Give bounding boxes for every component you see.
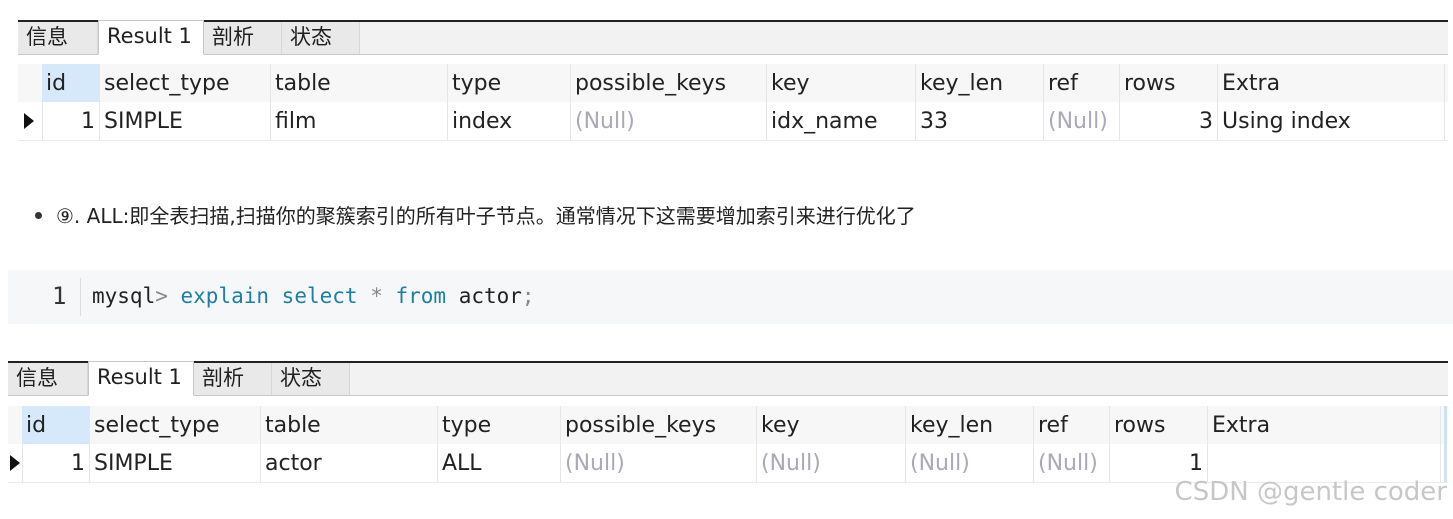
tab-info[interactable]: 信息 (18, 22, 98, 54)
tab-profile[interactable]: 剖析 (194, 363, 272, 395)
col-header-extra[interactable]: Extra (1208, 406, 1441, 444)
line-number: 1 (52, 282, 67, 310)
cell-possible-keys[interactable]: (Null) (561, 444, 757, 482)
bullet-text: ⑨. ALL:即全表扫描,扫描你的聚簇索引的所有叶子节点。通常情况下这需要增加索… (56, 204, 916, 228)
current-row-arrow-icon (10, 455, 20, 471)
cell-key[interactable]: (Null) (757, 444, 906, 482)
table-row[interactable]: 1 SIMPLE actor ALL (Null) (Null) (Null) … (8, 444, 1448, 483)
panel-border (8, 361, 1448, 363)
col-header-id[interactable]: id (22, 406, 90, 444)
col-header-key-len[interactable]: key_len (916, 64, 1044, 102)
cell-ref[interactable]: (Null) (1034, 444, 1110, 482)
current-row-arrow-icon (24, 113, 34, 129)
header-row: id select_type table type possible_keys … (8, 406, 1448, 445)
cell-id[interactable]: 1 (42, 102, 100, 140)
col-header-rows[interactable]: rows (1110, 406, 1208, 444)
cell-extra[interactable]: Using index (1218, 102, 1445, 140)
tab-bar: 信息 Result 1 剖析 状态 (18, 20, 1448, 55)
bullet-dot-icon (35, 212, 42, 219)
header-row: id select_type table type possible_keys … (18, 64, 1448, 103)
col-header-type[interactable]: type (438, 406, 561, 444)
cell-ref[interactable]: (Null) (1044, 102, 1120, 140)
code-token: * (370, 284, 396, 308)
panel-border (18, 20, 1448, 22)
cell-rows[interactable]: 1 (1110, 444, 1208, 482)
cell-select-type[interactable]: SIMPLE (100, 102, 271, 140)
cell-type[interactable]: ALL (438, 444, 561, 482)
cell-id[interactable]: 1 (22, 444, 90, 482)
cell-key-len[interactable]: (Null) (906, 444, 1034, 482)
cell-select-type[interactable]: SIMPLE (90, 444, 261, 482)
scroll-strip (1444, 406, 1447, 444)
header-indicator (18, 64, 43, 102)
scroll-strip (1444, 444, 1447, 482)
tab-result-1[interactable]: Result 1 (88, 361, 194, 396)
row-indicator (8, 444, 23, 482)
col-header-key[interactable]: key (767, 64, 916, 102)
col-header-possible-keys[interactable]: possible_keys (571, 64, 767, 102)
result-panel-1: 信息 Result 1 剖析 状态 id select_type table t… (18, 20, 1448, 148)
gutter-divider (80, 278, 81, 316)
code-token: from (395, 284, 459, 308)
tab-bar: 信息 Result 1 剖析 状态 (8, 361, 1448, 396)
code-line: mysql> explain select * from actor; (92, 284, 535, 308)
col-header-key[interactable]: key (757, 406, 906, 444)
code-token: mysql (92, 284, 156, 308)
table-row[interactable]: 1 SIMPLE film index (Null) idx_name 33 (… (18, 102, 1448, 141)
cell-table[interactable]: actor (261, 444, 438, 482)
cell-table[interactable]: film (271, 102, 448, 140)
col-header-key-len[interactable]: key_len (906, 406, 1034, 444)
cell-key-len[interactable]: 33 (916, 102, 1044, 140)
watermark: CSDN @gentle coder (1174, 477, 1447, 507)
col-header-extra[interactable]: Extra (1218, 64, 1445, 102)
tab-status[interactable]: 状态 (272, 363, 350, 395)
row-indicator (18, 102, 43, 140)
col-header-id[interactable]: id (42, 64, 100, 102)
cell-key[interactable]: idx_name (767, 102, 916, 140)
col-header-ref[interactable]: ref (1044, 64, 1120, 102)
code-token: select (281, 284, 371, 308)
col-header-table[interactable]: table (271, 64, 448, 102)
tab-profile[interactable]: 剖析 (204, 22, 282, 54)
col-header-select-type[interactable]: select_type (90, 406, 261, 444)
tab-status[interactable]: 状态 (282, 22, 360, 54)
col-header-type[interactable]: type (448, 64, 571, 102)
tab-result-1[interactable]: Result 1 (98, 20, 204, 55)
code-token: explain (180, 284, 282, 308)
cell-type[interactable]: index (448, 102, 571, 140)
col-header-ref[interactable]: ref (1034, 406, 1110, 444)
col-header-rows[interactable]: rows (1120, 64, 1218, 102)
col-header-select-type[interactable]: select_type (100, 64, 271, 102)
code-token: actor (458, 284, 522, 308)
cell-extra[interactable] (1208, 444, 1441, 482)
code-token: ; (521, 284, 535, 308)
code-block: 1 mysql> explain select * from actor; (8, 270, 1453, 324)
result-panel-2: 信息 Result 1 剖析 状态 id select_type table t… (8, 361, 1448, 483)
tab-info[interactable]: 信息 (8, 363, 88, 395)
cell-rows[interactable]: 3 (1120, 102, 1218, 140)
col-header-table[interactable]: table (261, 406, 438, 444)
col-header-possible-keys[interactable]: possible_keys (561, 406, 757, 444)
code-token: > (155, 284, 181, 308)
cell-possible-keys[interactable]: (Null) (571, 102, 767, 140)
